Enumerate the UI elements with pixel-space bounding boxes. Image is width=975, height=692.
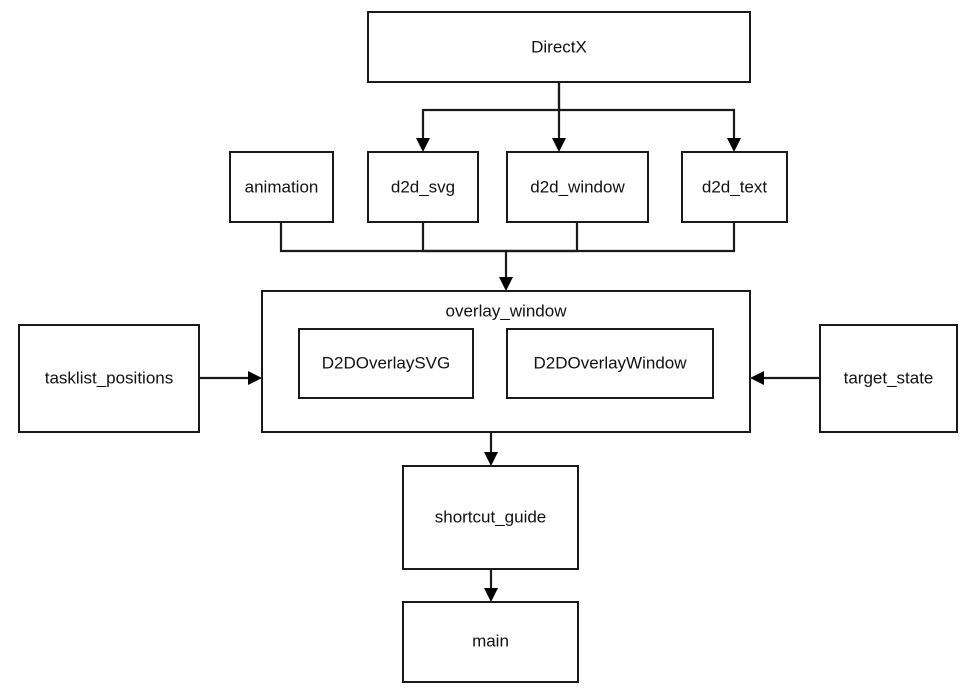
edge-overlay_window-to-shortcut_guide (484, 432, 498, 466)
node-tasklist-positions[interactable]: tasklist_positions (18, 324, 200, 433)
edge-fanin-stem-to-overlay_window (499, 251, 513, 291)
node-d2d-window[interactable]: d2d_window (506, 151, 649, 223)
node-shortcut-guide-label: shortcut_guide (435, 507, 547, 526)
node-d2d-text-label: d2d_text (702, 177, 767, 196)
node-animation[interactable]: animation (229, 151, 334, 223)
edge-animation-to-overlay_window (279, 222, 506, 253)
edge-d2d_svg-to-overlay_window (421, 222, 506, 253)
node-d2doverlaywindow-label: D2DOverlayWindow (533, 353, 687, 372)
arrow-head-icon (248, 371, 262, 385)
edge-directx-to-d2d_text (559, 108, 741, 152)
node-tasklist-positions-label: tasklist_positions (45, 368, 174, 387)
arrow-head-icon (484, 452, 498, 466)
edge-directx-to-d2d_window (552, 82, 566, 152)
node-d2d-svg[interactable]: d2d_svg (367, 151, 479, 223)
edge-d2d_text-to-overlay_window (506, 222, 736, 253)
node-d2d-text[interactable]: d2d_text (681, 151, 788, 223)
node-main[interactable]: main (402, 601, 579, 683)
arrow-head-icon (499, 277, 513, 291)
node-d2doverlaysvg[interactable]: D2DOverlaySVG (298, 328, 474, 399)
node-main-label: main (472, 631, 509, 650)
node-directx-label: DirectX (531, 37, 587, 56)
edge-target_state-to-overlay_window (750, 371, 820, 385)
node-shortcut-guide[interactable]: shortcut_guide (402, 465, 579, 570)
arrow-head-icon (727, 138, 741, 152)
edge-d2d_window-to-overlay_window (506, 222, 579, 253)
edge-directx-to-d2d_svg (416, 82, 561, 152)
node-d2d-svg-label: d2d_svg (391, 177, 455, 196)
node-animation-label: animation (245, 177, 319, 196)
node-d2d-window-label: d2d_window (530, 177, 625, 196)
node-target-state[interactable]: target_state (819, 324, 958, 433)
node-target-state-label: target_state (844, 368, 934, 387)
node-overlay-window-label: overlay_window (446, 301, 568, 320)
arrow-head-icon (750, 371, 764, 385)
edge-tasklist_positions-to-overlay_window (199, 371, 262, 385)
arrow-head-icon (552, 138, 566, 152)
node-directx[interactable]: DirectX (367, 11, 751, 83)
edge-layer (199, 82, 820, 602)
arrow-head-icon (416, 138, 430, 152)
node-d2doverlaywindow[interactable]: D2DOverlayWindow (506, 328, 714, 399)
node-d2doverlaysvg-label: D2DOverlaySVG (322, 353, 450, 372)
arrow-head-icon (484, 588, 498, 602)
node-layer: DirectX animation d2d_svg d2d_window d2d… (18, 11, 958, 683)
edge-shortcut_guide-to-main (484, 569, 498, 602)
